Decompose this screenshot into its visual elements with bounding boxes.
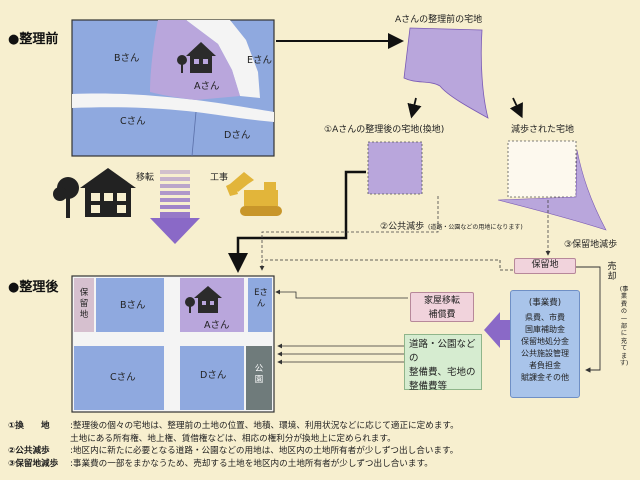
reserve-reduction-label: ③保留地減歩 [564,238,617,250]
house-icon [80,168,136,217]
reserve-lot-label: 保留地 [79,288,89,320]
lot-b-after [96,278,164,332]
lot-d-after-label: Dさん [200,370,226,381]
reduction-strip [497,149,607,231]
a-original-land [403,27,489,119]
lot-e-after-label: Eさん [254,288,268,309]
lot-d-before: Dさん [224,130,250,141]
note-row: 土地にある所有権、地上権、賃借権などは、相応の権利分が換地上に定められます。 [8,433,634,446]
note-row: ③保留地減歩 :事業費の一部をまかなうため、売却する土地を地区内の土地所有者が少… [8,458,634,471]
lot-d-after [180,346,244,410]
a-replotted-land [367,141,423,195]
note-key: ②公共減歩 [8,446,50,456]
sale-label: 売却 [607,262,617,282]
project-costs-box: (事業費) 県費、市費 国庫補助金 保留地処分金 公共施設管理 者負担金 賦課金… [510,290,580,398]
reduced-land-outline [507,140,577,198]
big-down-arrow-icon [150,170,200,244]
infra-cost-line-2: 整備費、宅地の [409,367,476,378]
house-icon [185,286,222,313]
construction-label: 工事 [210,171,228,183]
note-key: ③保留地減歩 [8,458,59,469]
lot-a-label-before: Aさん [194,81,220,92]
lot-c-after [74,346,164,410]
note-text: :事業費の一部をまかなうため、売却する土地を地区内の土地所有者が少しずつ出し合い… [70,458,433,469]
park-after [246,346,272,410]
note-key: ①換 地 [8,421,50,431]
project-cost-item: 賦課金その他 [521,373,569,382]
project-cost-item: 保留地処分金 [521,337,569,346]
project-costs-title: (事業費) [528,298,562,308]
sale-note: (事業費の一部に充てます) [619,286,629,368]
infra-cost-line-1: 道路・公園などの [409,339,476,364]
public-reduction-note: (道路・公園などの用地になります) [428,223,523,231]
before-title: ●整理前 [8,32,59,47]
after-title: ●整理後 [8,280,59,295]
infra-cost-line-3: 整備費等 [409,381,448,392]
left-arrow-icon [484,312,510,348]
project-cost-item: 県費、市費 [525,313,565,322]
reserve-land-box: 保留地 [514,258,576,274]
reduced-label: 減歩された宅地 [511,123,574,135]
park-label: 公園 [254,364,264,385]
note-row: ①換 地 :整理後の個々の宅地は、整理前の土地の位置、地積、環境、利用状況などに… [8,420,634,433]
notes-block: ①換 地 :整理後の個々の宅地は、整理前の土地の位置、地積、環境、利用状況などに… [8,420,634,470]
lot-e-before: Eさん [247,55,272,66]
note-key [8,433,70,446]
after-map [71,275,275,413]
a-original-label: Aさんの整理前の宅地 [395,13,482,25]
public-reduction-label: ②公共減歩 [380,220,424,232]
before-road-horizontal [72,93,274,122]
relocation-comp-line-1: 家屋移転 [423,296,460,306]
relocation-comp-line-2: 補償費 [428,310,456,320]
note-text: :整理後の個々の宅地は、整理前の土地の位置、地積、環境、利用状況などに応じて適正… [70,421,459,431]
note-row: ②公共減歩 :地区内に新たに必要となる道路・公園などの用地は、地区内の土地所有者… [8,445,634,458]
lot-b-before: Bさん [114,53,140,64]
project-cost-item: 者負担金 [529,361,561,370]
project-cost-item: 公共施設管理 [521,349,569,358]
project-cost-item: 国庫補助金 [525,325,565,334]
lot-e-after [248,278,272,332]
lot-c-before: Cさん [120,116,146,127]
relocation-comp-box: 家屋移転 補償費 [410,292,474,322]
before-road-diagonal [186,20,260,98]
lot-c-after-label: Cさん [110,372,136,383]
lot-a-after-label: Aさん [204,320,230,331]
note-text: :地区内に新たに必要となる道路・公園などの用地は、地区内の土地所有者が少しずつ出… [70,446,459,456]
replotted-label: ①Aさんの整理後の宅地(換地) [324,123,444,135]
house-icon [177,42,216,73]
reserve-lot-after [74,278,94,332]
before-map [71,19,275,157]
tree-icon [53,177,79,218]
infra-cost-box: 道路・公園などの 整備費、宅地の 整備費等 [404,334,482,392]
excavator-icon [226,172,282,216]
relocation-label: 移転 [136,171,154,183]
note-text: 土地にある所有権、地上権、賃借権などは、相応の権利分が換地上に定められます。 [70,433,396,444]
lot-b-after-label: Bさん [120,300,146,311]
